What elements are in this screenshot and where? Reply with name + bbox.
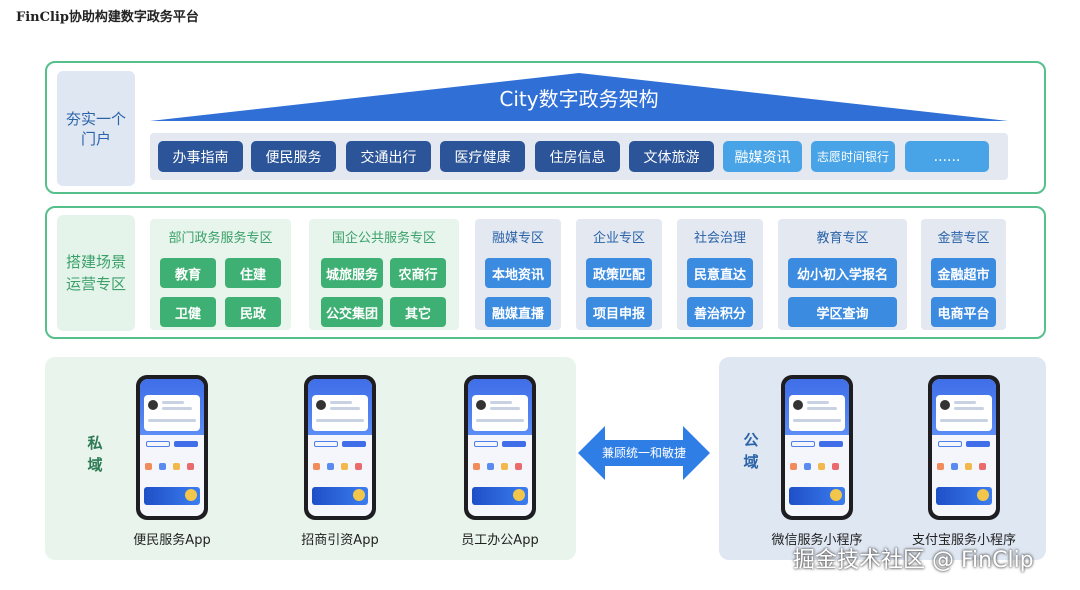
zone-media: 融媒专区 本地资讯 融媒直播 — [475, 219, 561, 330]
arrow-text: 兼顾统一和敏捷 — [601, 446, 686, 460]
roof-title: City数字政务架构 — [499, 87, 659, 111]
zone-button[interactable]: 公交集团 — [321, 297, 383, 327]
roof-banner — [150, 73, 1008, 121]
service-item[interactable]: 志愿时间银行 — [811, 141, 895, 172]
zone-button[interactable]: 金融超市 — [931, 258, 996, 288]
private-domain-label: 私域 — [87, 434, 103, 474]
scenario-side-label: 搭建场景运营专区 — [57, 215, 135, 331]
zone-enterprise: 企业专区 政策匹配 项目申报 — [576, 219, 662, 330]
phone-screen — [468, 379, 532, 516]
service-item[interactable]: 办事指南 — [158, 141, 243, 172]
zone-button[interactable]: 学区查询 — [788, 297, 897, 327]
phone-mockup[interactable] — [136, 375, 208, 520]
zone-button[interactable]: 本地资讯 — [485, 258, 551, 288]
service-item[interactable]: 融媒资讯 — [723, 141, 802, 172]
zone-title: 教育专区 — [816, 231, 869, 246]
portal-section: 夯实一个门户 City数字政务架构 办事指南 便民服务 交通出行 医疗健康 住房… — [45, 61, 1046, 194]
zone-title: 部门政务服务专区 — [168, 231, 273, 246]
zone-button[interactable]: 城旅服务 — [321, 258, 383, 288]
zone-governance: 社会治理 民意直达 善治积分 — [677, 219, 763, 330]
zone-button[interactable]: 住建 — [225, 258, 281, 288]
app-caption: 微信服务小程序 — [771, 533, 863, 548]
service-item[interactable]: 医疗健康 — [440, 141, 525, 172]
public-domain-label: 公域 — [743, 431, 759, 471]
zone-button[interactable]: 卫健 — [160, 297, 216, 327]
service-item[interactable]: 住房信息 — [535, 141, 620, 172]
service-item-more[interactable]: ...... — [905, 141, 989, 172]
zone-title: 社会治理 — [693, 231, 746, 246]
service-item[interactable]: 交通出行 — [346, 141, 431, 172]
phone-screen — [140, 379, 204, 516]
zone-button[interactable]: 教育 — [160, 258, 216, 288]
service-item[interactable]: 便民服务 — [251, 141, 336, 172]
watermark: 掘金技术社区 @ FinClip — [793, 548, 1034, 573]
zone-finance: 金营专区 金融超市 电商平台 — [921, 219, 1006, 330]
phone-mockup[interactable] — [781, 375, 853, 520]
phone-screen — [932, 379, 996, 516]
phone-mockup[interactable] — [304, 375, 376, 520]
phone-mockup[interactable] — [928, 375, 1000, 520]
private-domain-panel: 私域 便民服务App 招商引资App 员工办公App — [45, 357, 576, 560]
phone-screen — [785, 379, 849, 516]
zone-button[interactable]: 农商行 — [390, 258, 446, 288]
zone-button[interactable]: 善治积分 — [687, 297, 753, 327]
zone-button[interactable]: 电商平台 — [931, 297, 996, 327]
scenario-section: 搭建场景运营专区 部门政务服务专区 教育 住建 卫健 民政 国企公共服务专区 城… — [45, 206, 1046, 339]
public-domain-panel: 公域 微信服务小程序 支付宝服务小程序 — [719, 357, 1046, 560]
zone-button[interactable]: 其它 — [390, 297, 446, 327]
app-caption: 便民服务App — [133, 533, 211, 548]
zone-department: 部门政务服务专区 教育 住建 卫健 民政 — [150, 219, 291, 330]
double-arrow-icon — [578, 426, 710, 480]
zone-button[interactable]: 融媒直播 — [485, 297, 551, 327]
phone-mockup[interactable] — [464, 375, 536, 520]
zone-state-enterprise: 国企公共服务专区 城旅服务 农商行 公交集团 其它 — [309, 219, 459, 330]
service-item[interactable]: 文体旅游 — [629, 141, 714, 172]
zone-button[interactable]: 项目申报 — [586, 297, 652, 327]
zone-button[interactable]: 幼小初入学报名 — [788, 258, 897, 288]
app-caption: 招商引资App — [301, 533, 379, 548]
zone-button[interactable]: 民政 — [225, 297, 281, 327]
zone-title: 融媒专区 — [491, 231, 544, 246]
zone-education: 教育专区 幼小初入学报名 学区查询 — [778, 219, 907, 330]
app-caption: 支付宝服务小程序 — [911, 533, 1016, 548]
zone-button[interactable]: 民意直达 — [687, 258, 753, 288]
zone-button[interactable]: 政策匹配 — [586, 258, 652, 288]
zone-title: 企业专区 — [592, 231, 645, 246]
portal-side-label: 夯实一个门户 — [57, 71, 135, 186]
phone-screen — [308, 379, 372, 516]
zone-title: 金营专区 — [937, 231, 990, 246]
app-caption: 员工办公App — [461, 533, 539, 548]
zone-title: 国企公共服务专区 — [331, 231, 436, 246]
page-title: FinClip协助构建数字政务平台 — [16, 10, 199, 25]
service-row: 办事指南 便民服务 交通出行 医疗健康 住房信息 文体旅游 融媒资讯 志愿时间银… — [150, 133, 1008, 180]
